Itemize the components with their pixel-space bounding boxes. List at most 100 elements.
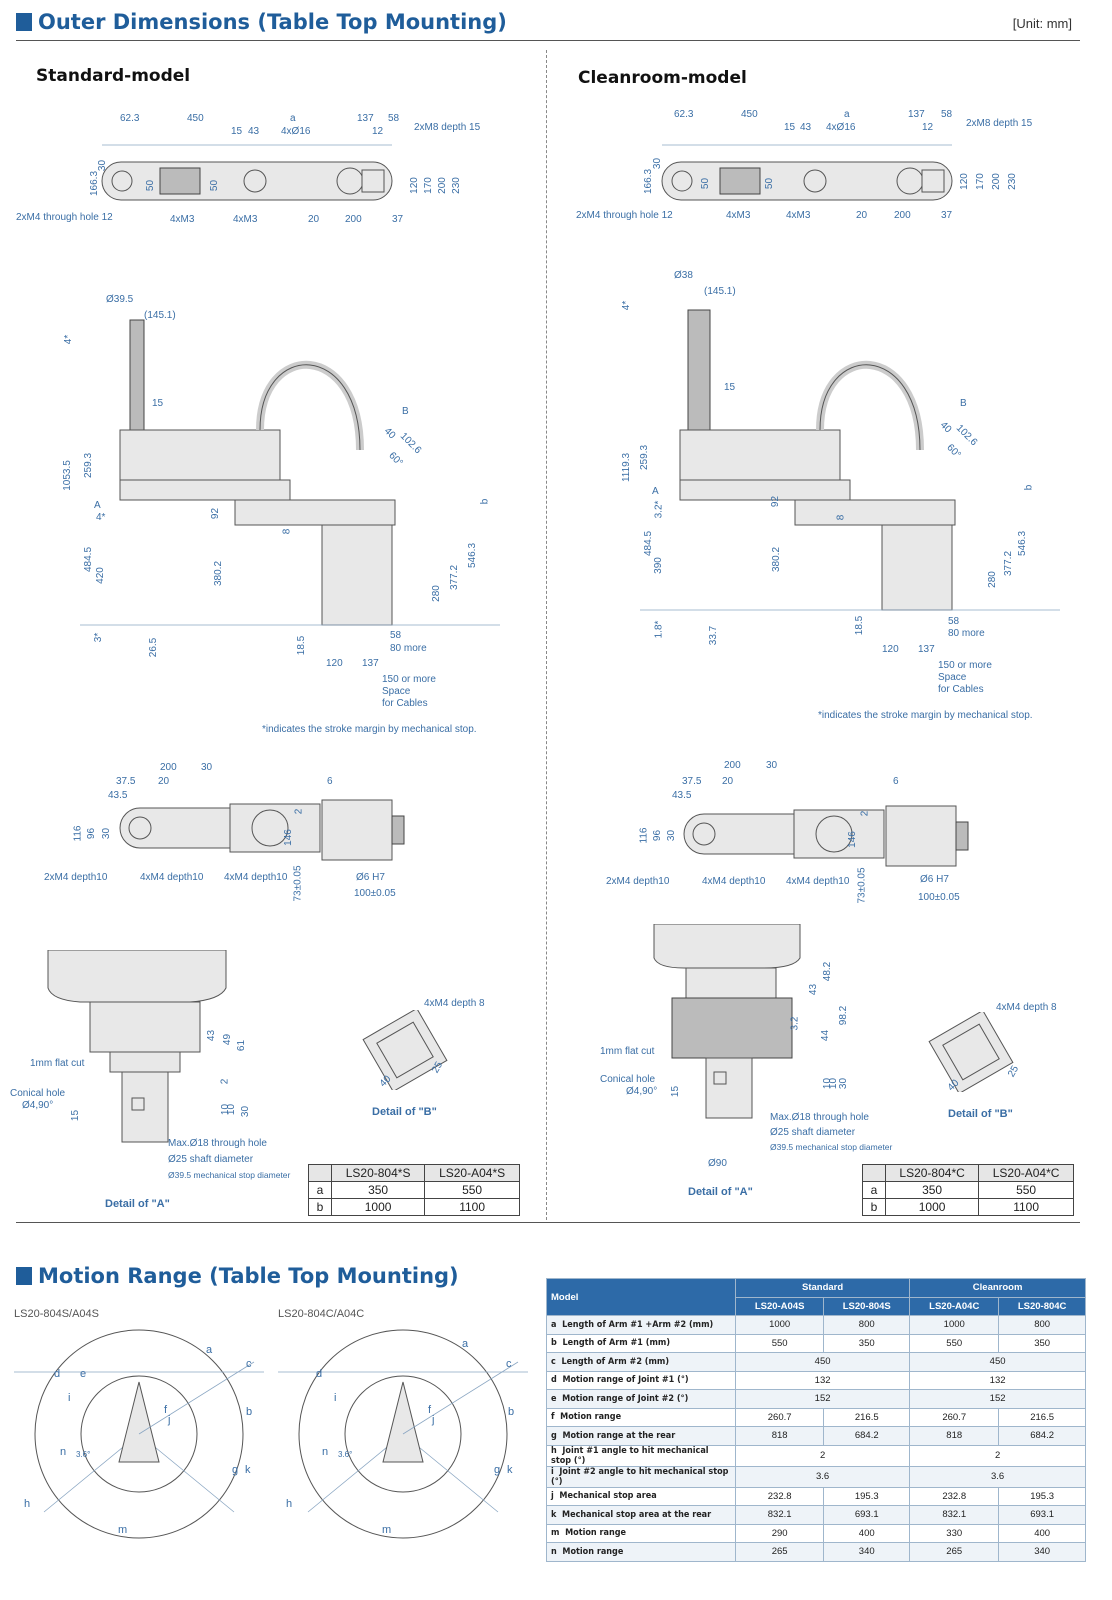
table-cell: 132: [734, 1370, 911, 1390]
table-cell: 330: [909, 1523, 1000, 1543]
clean-detail-b-plate: [928, 1012, 1014, 1092]
motion-range-title-text: Motion Range (Table Top Mounting): [38, 1264, 459, 1288]
standard-detail-a-dim-2: 2: [219, 1078, 231, 1085]
table-row: g Motion range at the rear 818 684.2 818…: [546, 1426, 1086, 1446]
standard-side-dim-3: 3*: [93, 632, 105, 643]
motion-left-letter-m: m: [118, 1524, 128, 1536]
motion-left-letter-a: a: [206, 1344, 213, 1356]
table-row-label: h Joint #1 angle to hit mechanical stop …: [546, 1444, 736, 1467]
row-label: Motion range: [560, 1412, 622, 1423]
table-row: LS20-804*S LS20-A04*S: [308, 1164, 520, 1182]
clean-side-dim-120: 120: [882, 644, 899, 655]
table-row: b Length of Arm #1 (mm) 550 350 550 350: [546, 1333, 1086, 1353]
standard-top-dim-4xm3-b: 4xM3: [233, 214, 258, 225]
clean-detail-a-drawing: [653, 924, 801, 1119]
standard-bottom-base-plate: [321, 799, 393, 861]
row-key: n: [551, 1546, 557, 1557]
clean-side-dim-92: 92: [770, 495, 782, 508]
clean-side-dim-259-3: 259.3: [639, 444, 651, 471]
clean-top-joint-mid: [803, 169, 827, 193]
table-cell: 216.5: [823, 1407, 911, 1427]
clean-side-dim-b: b: [1023, 484, 1035, 491]
motion-left-letter-e: e: [80, 1368, 87, 1380]
table-row: LS20-804*C LS20-A04*C: [862, 1164, 1074, 1182]
row-label: Motion range of Joint #2 (°): [562, 1393, 689, 1404]
table-header-cell: LS20-A04S: [734, 1296, 825, 1316]
row-label: Motion range at the rear: [562, 1430, 676, 1441]
table-row-label: g Motion range at the rear: [546, 1426, 736, 1446]
clean-side-dim-484-5: 484.5: [643, 530, 655, 557]
clean-detail-a-dim-3-2: 3.2: [789, 1016, 801, 1031]
clean-detail-a-dim-98-2: 98.2: [838, 1005, 850, 1026]
standard-bottom-joint: [128, 816, 152, 840]
standard-detail-a-flange: [89, 1001, 201, 1053]
table-cell: 132: [909, 1370, 1086, 1390]
clean-detail-a-dim-15: 15: [670, 1085, 682, 1098]
table-cell: 3.6: [734, 1465, 911, 1488]
standard-detail-b-label: Detail of "B": [372, 1106, 437, 1118]
table-cell: 350: [884, 1181, 980, 1199]
motion-left-radius-a: [138, 1361, 255, 1435]
standard-bottom-dim-37-5: 37.5: [116, 776, 136, 787]
standard-top-dim-15: 15: [231, 126, 243, 137]
clean-bottom-dim-100: 100±0.05: [918, 892, 960, 903]
clean-top-dim-4xm3-a: 4xM3: [726, 210, 751, 221]
cleanroom-model-title: Cleanroom-model: [578, 68, 747, 88]
clean-detail-a-dim-flat-cut: 1mm flat cut: [600, 1046, 655, 1057]
table-row: a 350 550: [308, 1181, 520, 1199]
standard-side-arm1: [119, 479, 291, 501]
standard-detail-b-drawing: [362, 1010, 448, 1090]
motion-left-letter-j: j: [168, 1414, 171, 1426]
motion-right-letter-j: j: [432, 1414, 435, 1426]
standard-top-dim-50a: 50: [145, 179, 157, 192]
row-key: m: [551, 1528, 560, 1539]
clean-detail-a-dim-d4-90: Ø4,90°: [626, 1086, 658, 1097]
table-header-cell: [862, 1164, 886, 1182]
motion-right-diagram: [278, 1329, 528, 1539]
standard-top-dim-62-3: 62.3: [120, 113, 140, 124]
standard-detail-a-drawing: [47, 950, 227, 1143]
clean-side-arm1: [679, 479, 851, 501]
standard-detail-a-label: Detail of "A": [105, 1198, 170, 1210]
table-cell: b: [308, 1198, 332, 1216]
clean-side-dim-33-7: 33.7: [708, 625, 720, 646]
clean-detail-a-dim-44: 44: [820, 1029, 832, 1042]
standard-bottom-dim-100: 100±0.05: [354, 888, 396, 899]
outer-dimensions-title: Outer Dimensions (Table Top Mounting): [16, 10, 507, 34]
standard-side-dim-484-5: 484.5: [83, 546, 95, 573]
standard-side-arm2: [234, 499, 396, 526]
standard-top-dim-2xm4: 2xM4 through hole 12: [16, 212, 113, 223]
table-row-label: e Motion range of Joint #2 (°): [546, 1389, 736, 1409]
standard-side-dim-b-marker: B: [402, 406, 409, 417]
standard-top-dim-450: 450: [187, 113, 204, 124]
motion-right-outer-circle: [298, 1329, 508, 1539]
standard-bottom-dim-30b: 30: [101, 827, 113, 840]
table-cell: 350: [998, 1333, 1086, 1353]
clean-top-dim-37: 37: [941, 210, 953, 221]
table-row: k Mechanical stop area at the rear 832.1…: [546, 1505, 1086, 1525]
table-cell: 350: [823, 1333, 911, 1353]
row-key: i: [551, 1466, 554, 1477]
motion-right-letter-i: i: [334, 1392, 337, 1404]
standard-ab-table: LS20-804*S LS20-A04*S a 350 550 b 1000 1…: [308, 1164, 520, 1216]
table-header-cell: LS20-A04*C: [978, 1164, 1074, 1182]
standard-detail-a-dim-conical: Conical hole: [10, 1088, 66, 1099]
clean-bottom-dim-96: 96: [652, 829, 664, 842]
clean-side-dim-3-2: 3.2*: [653, 500, 665, 519]
row-key: g: [551, 1430, 557, 1441]
table-cell: a: [308, 1181, 332, 1199]
standard-side-dim-80more: 80 more: [390, 643, 427, 654]
table-row-label: n Motion range: [546, 1542, 736, 1562]
standard-detail-a-dim-d25: Ø25 shaft diameter: [168, 1154, 254, 1165]
clean-detail-a-bellows: [671, 997, 793, 1059]
table-cell: 265: [909, 1542, 1000, 1562]
motion-right-letter-a: a: [462, 1338, 469, 1350]
clean-bottom-dim-2xm4-d10: 2xM4 depth10: [606, 876, 670, 887]
table-cell: 340: [823, 1542, 911, 1562]
table-cell: 832.1: [734, 1505, 825, 1525]
clean-side-cable-outline: [819, 364, 921, 451]
standard-top-base-plate: [159, 167, 201, 195]
motion-left-letter-c: c: [246, 1358, 252, 1370]
standard-bottom-dim-4xm4-d10-a: 4xM4 depth10: [140, 872, 204, 883]
row-label: Mechanical stop area at the rear: [562, 1509, 712, 1520]
